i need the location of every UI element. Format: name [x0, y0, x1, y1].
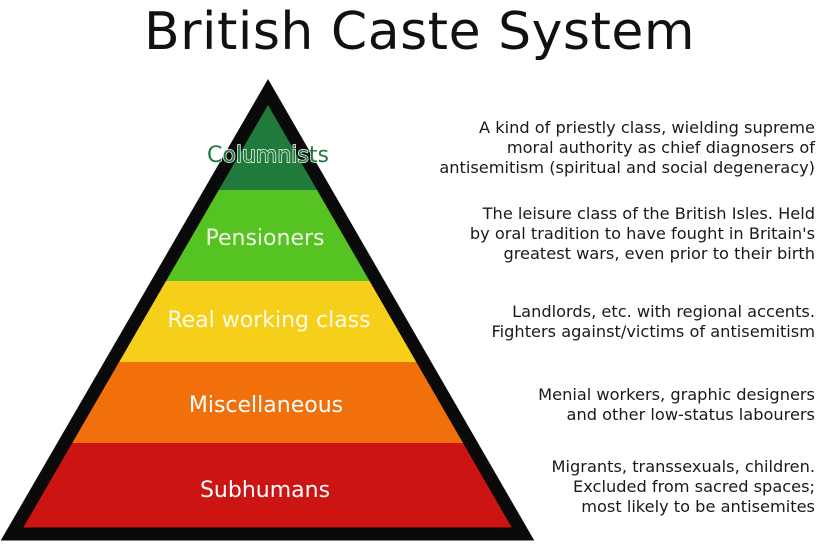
tier-label-real-working-class: Real working class [167, 308, 370, 333]
tier-label-columnists: Columnists [207, 143, 329, 168]
tier-description-columnists: A kind of priestly class, wielding supre… [439, 118, 815, 177]
pyramid-outline [0, 79, 535, 541]
page-title: British Caste System [144, 2, 695, 62]
tier-label-subhumans: Subhumans [200, 478, 330, 503]
tier-band-subhumans [12, 443, 523, 534]
tier-label-miscellaneous: Miscellaneous [189, 393, 343, 418]
tier-description-real-working-class: Landlords, etc. with regional accents. F… [491, 302, 815, 341]
tier-label-pensioners: Pensioners [206, 226, 325, 251]
tier-description-pensioners: The leisure class of the British Isles. … [469, 204, 815, 263]
tier-description-miscellaneous: Menial workers, graphic designers and ot… [538, 385, 815, 424]
tier-description-subhumans: Migrants, transsexuals, children. Exclud… [551, 457, 815, 516]
